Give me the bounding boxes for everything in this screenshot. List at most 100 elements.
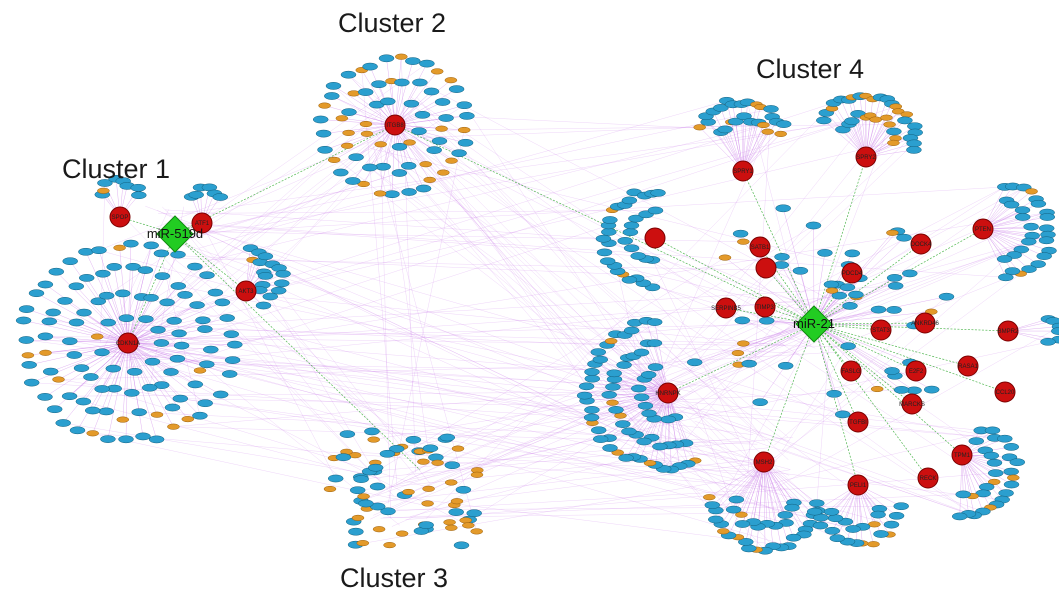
mirna-node[interactable]: miR-519d	[147, 215, 203, 253]
target-node-blue[interactable]	[362, 62, 378, 71]
target-node-blue[interactable]	[18, 305, 35, 313]
target-node-blue[interactable]	[422, 444, 439, 453]
target-node-blue[interactable]	[784, 503, 800, 512]
target-node-blue[interactable]	[826, 389, 842, 398]
hub-circle[interactable]	[910, 233, 932, 255]
target-node-blue[interactable]	[348, 527, 364, 536]
hub-circle[interactable]	[847, 411, 869, 433]
target-node-blue[interactable]	[732, 229, 749, 238]
target-node-blue[interactable]	[434, 98, 451, 106]
target-node-blue[interactable]	[37, 280, 54, 289]
target-node-blue[interactable]	[647, 206, 664, 215]
target-node-blue[interactable]	[704, 501, 721, 509]
target-node-blue[interactable]	[741, 359, 757, 368]
target-node-blue[interactable]	[628, 214, 644, 223]
target-node-blue[interactable]	[18, 336, 35, 344]
hub-node[interactable]: CDKN1A	[116, 332, 140, 354]
hub-node[interactable]: HNRNPK	[655, 382, 681, 404]
target-node-blue[interactable]	[312, 115, 329, 124]
target-node-blue[interactable]	[595, 234, 612, 243]
target-node-blue[interactable]	[883, 520, 900, 529]
target-node-blue[interactable]	[219, 314, 235, 322]
target-node-orange[interactable]	[342, 129, 355, 136]
target-node-blue[interactable]	[584, 374, 601, 383]
target-node-orange[interactable]	[431, 459, 444, 466]
hub-circle[interactable]	[870, 319, 892, 341]
target-node-blue[interactable]	[173, 341, 190, 350]
target-node-blue[interactable]	[1014, 213, 1031, 221]
target-node-blue[interactable]	[37, 393, 53, 401]
target-node-orange[interactable]	[113, 244, 126, 251]
target-node-orange[interactable]	[718, 254, 732, 261]
target-node-orange[interactable]	[459, 517, 472, 524]
target-node-blue[interactable]	[84, 406, 101, 415]
target-node-blue[interactable]	[1023, 222, 1039, 231]
hub-circle[interactable]	[994, 381, 1016, 403]
target-node-blue[interactable]	[28, 289, 45, 298]
hub-circle[interactable]	[753, 451, 775, 473]
target-node-blue[interactable]	[403, 99, 420, 108]
target-node-blue[interactable]	[227, 340, 243, 349]
target-node-blue[interactable]	[686, 358, 703, 367]
target-node-blue[interactable]	[125, 262, 141, 271]
target-node-orange[interactable]	[703, 494, 716, 501]
target-node-blue[interactable]	[1030, 260, 1046, 268]
target-node-blue[interactable]	[839, 283, 856, 292]
target-node-blue[interactable]	[348, 153, 364, 162]
target-node-blue[interactable]	[212, 193, 229, 201]
target-node-orange[interactable]	[395, 530, 409, 537]
target-node-blue[interactable]	[893, 386, 910, 394]
target-node-blue[interactable]	[62, 257, 78, 266]
target-node-orange[interactable]	[52, 376, 65, 383]
target-node-blue[interactable]	[23, 378, 40, 387]
target-node-orange[interactable]	[445, 524, 458, 531]
hub-circle[interactable]	[191, 212, 213, 234]
hub-node[interactable]: SPRY1	[732, 160, 754, 182]
target-node-blue[interactable]	[61, 392, 78, 401]
hub-circle[interactable]	[840, 360, 862, 382]
target-node-orange[interactable]	[437, 169, 450, 176]
target-node-blue[interactable]	[708, 515, 724, 524]
hub-node[interactable]: STAT3	[870, 319, 892, 341]
target-node-blue[interactable]	[45, 308, 61, 317]
target-node-blue[interactable]	[1030, 199, 1047, 208]
target-node-blue[interactable]	[214, 298, 231, 307]
target-node-blue[interactable]	[622, 228, 639, 237]
target-node-orange[interactable]	[643, 460, 657, 467]
target-node-blue[interactable]	[621, 275, 638, 284]
target-node-blue[interactable]	[578, 382, 595, 391]
target-node-blue[interactable]	[608, 406, 624, 414]
target-node-orange[interactable]	[402, 488, 415, 496]
target-node-orange[interactable]	[327, 156, 341, 163]
target-node-orange[interactable]	[450, 498, 464, 505]
target-node-orange[interactable]	[367, 436, 380, 443]
target-node-blue[interactable]	[652, 442, 668, 451]
hub-circle[interactable]	[749, 236, 771, 258]
target-node-orange[interactable]	[886, 229, 899, 236]
target-node-blue[interactable]	[873, 530, 889, 538]
target-node-blue[interactable]	[414, 110, 431, 119]
target-node-blue[interactable]	[938, 292, 955, 301]
target-node-blue[interactable]	[69, 426, 86, 435]
target-node-blue[interactable]	[135, 432, 151, 441]
target-node-blue[interactable]	[98, 291, 115, 300]
target-node-blue[interactable]	[76, 308, 92, 317]
target-node-orange[interactable]	[457, 126, 471, 134]
target-node-blue[interactable]	[774, 253, 790, 261]
target-node-blue[interactable]	[457, 138, 474, 147]
target-node-blue[interactable]	[212, 390, 229, 399]
target-node-blue[interactable]	[1039, 213, 1056, 221]
hub-circle[interactable]	[715, 297, 737, 319]
target-node-blue[interactable]	[736, 112, 752, 121]
target-node-blue[interactable]	[438, 114, 454, 122]
hub-circle[interactable]	[972, 218, 994, 240]
target-node-blue[interactable]	[362, 163, 378, 172]
target-node-blue[interactable]	[124, 389, 140, 397]
target-node-blue[interactable]	[983, 451, 1000, 460]
hub-node[interactable]: MARCKS	[899, 393, 925, 415]
target-node-blue[interactable]	[455, 485, 472, 494]
target-node-blue[interactable]	[339, 430, 356, 438]
target-node-blue[interactable]	[805, 221, 822, 230]
target-node-blue[interactable]	[576, 391, 593, 400]
target-node-orange[interactable]	[611, 449, 624, 456]
